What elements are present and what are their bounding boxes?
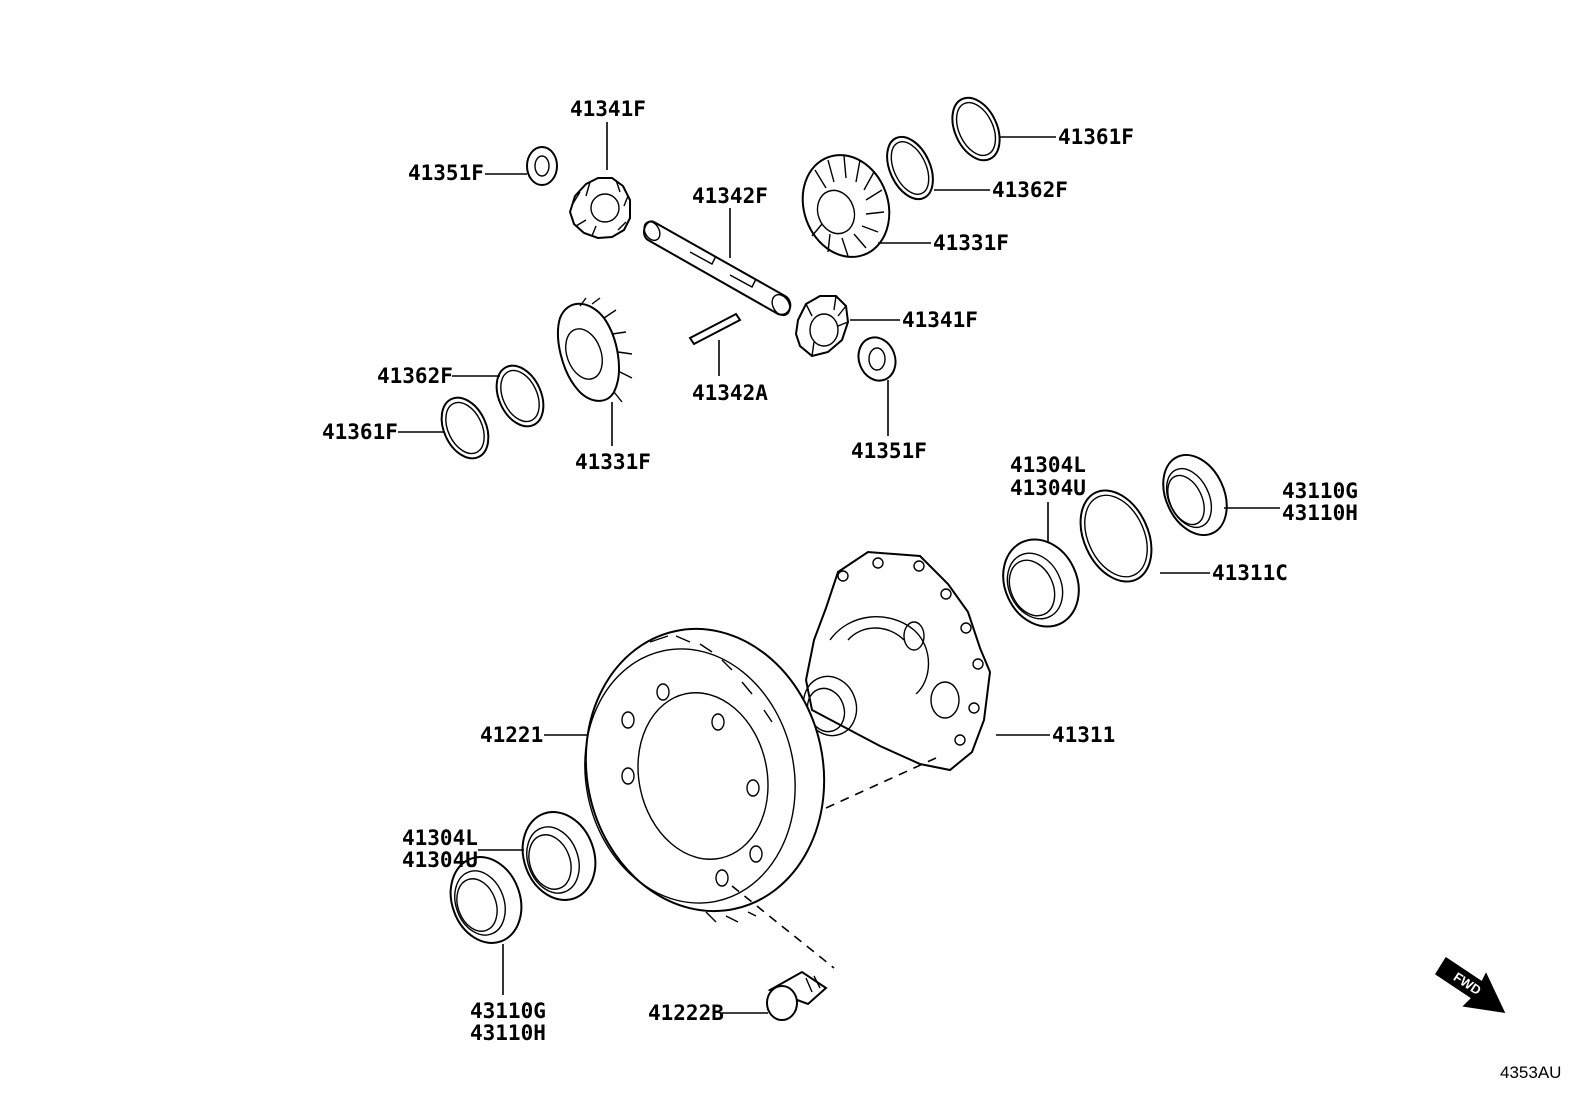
assembly-line-bolt (731, 885, 835, 969)
label-41351f-left: 41351F (408, 161, 484, 185)
label-43110h-right: 43110H (1282, 501, 1358, 525)
label-41304l-left: 41304L (402, 826, 478, 850)
label-41362f-lower: 41362F (377, 364, 453, 388)
lock-pin[interactable] (688, 312, 742, 346)
bearing-left[interactable] (511, 802, 608, 911)
pinion-gear-middle[interactable] (794, 295, 850, 358)
label-41341f-top: 41341F (570, 97, 646, 121)
thrust-washer-right[interactable] (853, 332, 902, 386)
callout-labels: 41341F 41351F 41342F 41361F 41362F 41331… (322, 97, 1358, 1045)
oil-seal-right[interactable] (1151, 445, 1239, 546)
ring-gear-bolt[interactable] (766, 970, 828, 1021)
label-41342f: 41342F (692, 184, 768, 208)
label-41342a: 41342A (692, 381, 768, 405)
fwd-arrow: FWD (1434, 956, 1506, 1013)
label-43110g-right: 43110G (1282, 479, 1358, 503)
pinion-gear-top[interactable] (568, 177, 631, 240)
label-41341f-middle: 41341F (902, 308, 978, 332)
side-gear-shim-upper[interactable] (943, 90, 1009, 168)
side-gear-washer-upper[interactable] (878, 130, 942, 207)
pinion-shaft[interactable] (641, 219, 793, 319)
ring-gear[interactable] (560, 607, 850, 934)
side-gear-washer-lower[interactable] (487, 358, 552, 434)
label-41311: 41311 (1052, 723, 1115, 747)
leader-lines (398, 122, 1280, 1014)
side-gear-left[interactable] (557, 297, 633, 403)
bearing-right[interactable] (989, 527, 1092, 639)
adjusting-shim[interactable] (1067, 479, 1166, 593)
differential-case[interactable] (795, 550, 992, 772)
label-41362f-upper: 41362F (992, 178, 1068, 202)
label-41361f-upper: 41361F (1058, 125, 1134, 149)
label-41304u-left: 41304U (402, 848, 478, 872)
thrust-washer-left[interactable] (526, 146, 558, 186)
drawing-code: 4353AU (1500, 1063, 1561, 1082)
label-41304u-right: 41304U (1010, 476, 1086, 500)
label-41331f-left: 41331F (575, 450, 651, 474)
assembly-line-ring-case (825, 757, 937, 809)
label-41331f-right: 41331F (933, 231, 1009, 255)
label-41351f-right: 41351F (851, 439, 927, 463)
label-41222b: 41222B (648, 1001, 724, 1025)
label-41311c: 41311C (1212, 561, 1288, 585)
side-gear-shim-lower[interactable] (432, 390, 497, 466)
label-41361f-lower: 41361F (322, 420, 398, 444)
label-43110h-left: 43110H (470, 1021, 546, 1045)
label-41304l-right: 41304L (1010, 453, 1086, 477)
label-41221: 41221 (480, 723, 543, 747)
label-43110g-left: 43110G (470, 999, 546, 1023)
side-gear-right[interactable] (789, 143, 904, 269)
oil-seal-left[interactable] (439, 847, 533, 953)
